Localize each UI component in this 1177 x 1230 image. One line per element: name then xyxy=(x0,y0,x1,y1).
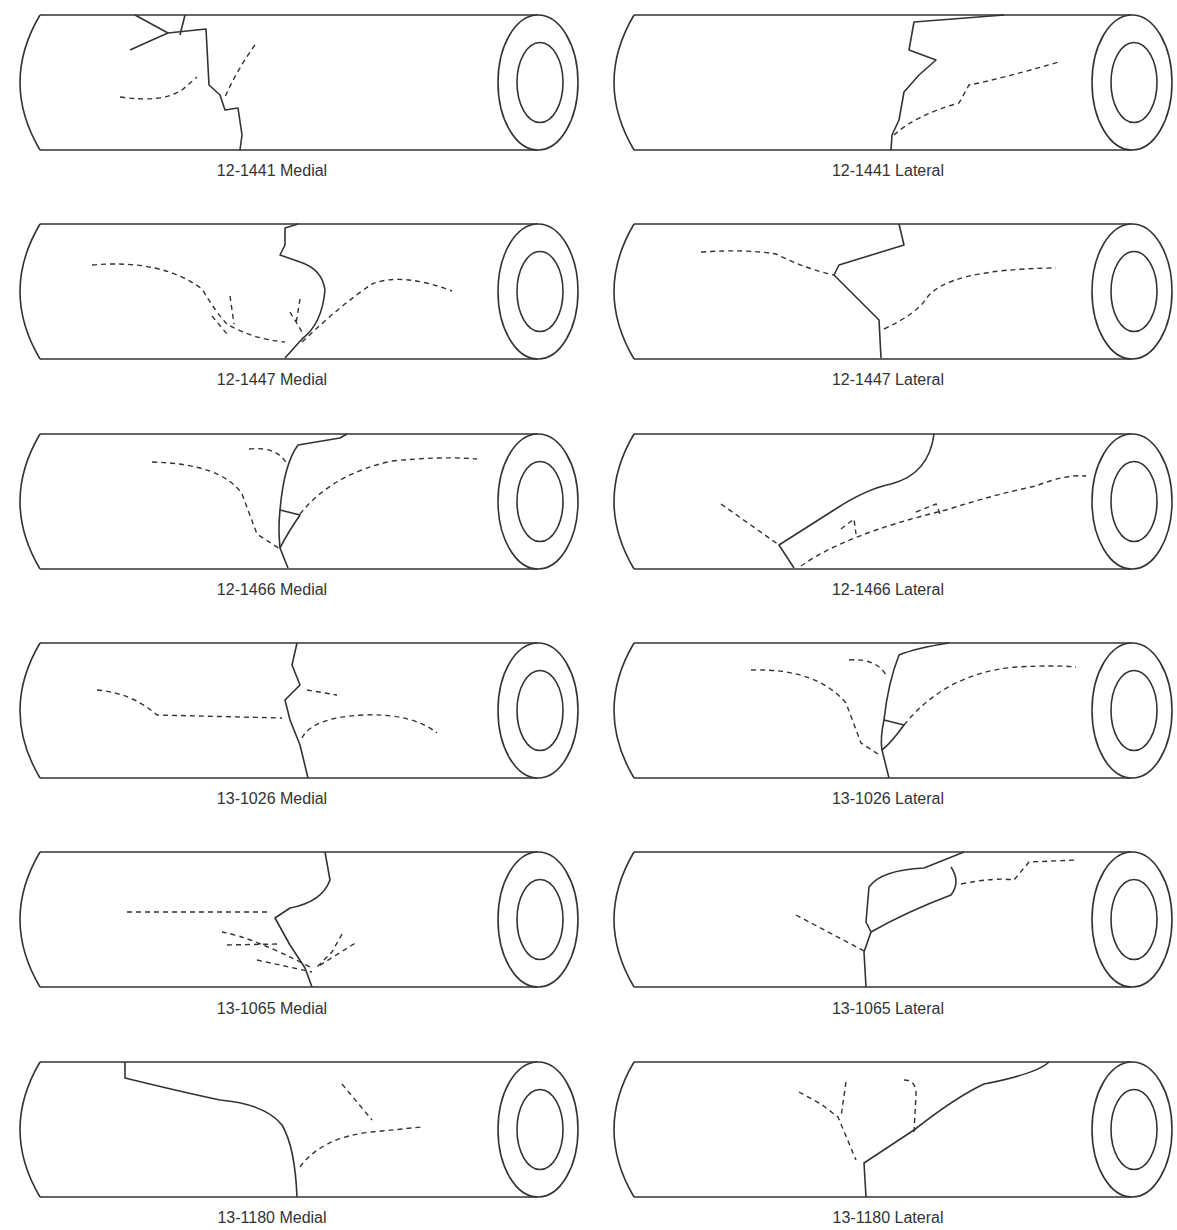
bone-cylinder xyxy=(20,224,578,359)
bone-cylinder xyxy=(614,434,1172,569)
fracture-lines xyxy=(799,1062,1049,1197)
specimen-caption: 13-1180 Medial xyxy=(217,1208,326,1228)
fracture-lines xyxy=(120,15,255,150)
specimen-caption: 12-1447 Medial xyxy=(217,370,327,390)
specimen-caption: 13-1180 Lateral xyxy=(833,1208,944,1228)
bone-cylinder xyxy=(20,434,578,569)
specimen-caption: 13-1065 Medial xyxy=(217,999,327,1019)
specimen-caption: 13-1065 Lateral xyxy=(832,999,944,1019)
bone-cylinder xyxy=(614,1062,1172,1197)
fracture-lines xyxy=(127,852,357,987)
specimen-caption: 12-1441 Lateral xyxy=(832,161,944,181)
specimen-caption: 12-1466 Lateral xyxy=(832,580,944,600)
bone-cylinder xyxy=(614,224,1172,359)
fracture-lines xyxy=(701,224,1056,358)
fracture-lines xyxy=(751,643,1076,778)
fracture-lines xyxy=(891,15,1059,150)
fracture-lines xyxy=(125,1062,422,1197)
specimen-caption: 12-1447 Lateral xyxy=(832,370,944,390)
fracture-lines xyxy=(152,434,477,568)
fracture-lines xyxy=(796,852,1076,987)
bone-cylinder xyxy=(614,852,1172,987)
bone-cylinder xyxy=(20,15,578,150)
specimen-caption: 12-1441 Medial xyxy=(217,161,327,181)
bone-cylinder xyxy=(20,643,578,778)
specimen-caption: 12-1466 Medial xyxy=(217,580,327,600)
specimen-caption: 13-1026 Medial xyxy=(217,789,327,809)
bone-cylinder xyxy=(20,852,578,987)
bone-cylinder xyxy=(614,15,1172,150)
bone-cylinder xyxy=(20,1062,578,1197)
fracture-lines xyxy=(97,643,437,778)
fracture-lines xyxy=(721,434,1086,568)
fracture-lines xyxy=(92,224,452,358)
specimen-caption: 13-1026 Lateral xyxy=(832,789,944,809)
bone-cylinder xyxy=(614,643,1172,778)
